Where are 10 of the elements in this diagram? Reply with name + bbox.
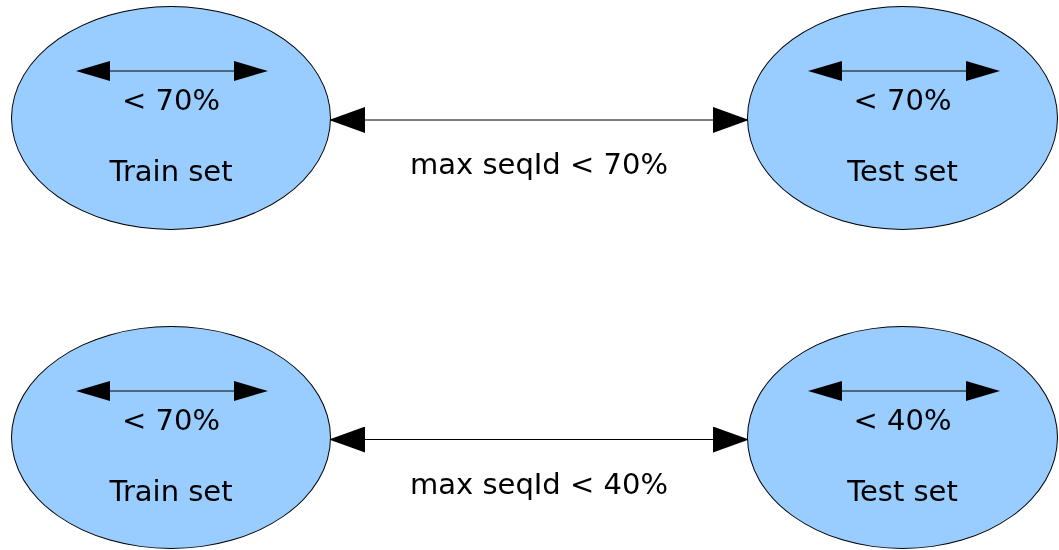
threshold-label: < 40% <box>853 403 952 437</box>
threshold-label: < 70% <box>122 83 220 117</box>
set-label: Train set <box>109 474 233 508</box>
double-arrow <box>329 107 749 133</box>
double-arrow <box>329 426 749 453</box>
set-label: Test set <box>847 474 958 508</box>
set-label: Test set <box>847 154 958 188</box>
set-label: Train set <box>109 154 233 188</box>
threshold-label: < 70% <box>122 403 220 437</box>
threshold-label: < 70% <box>853 83 952 117</box>
